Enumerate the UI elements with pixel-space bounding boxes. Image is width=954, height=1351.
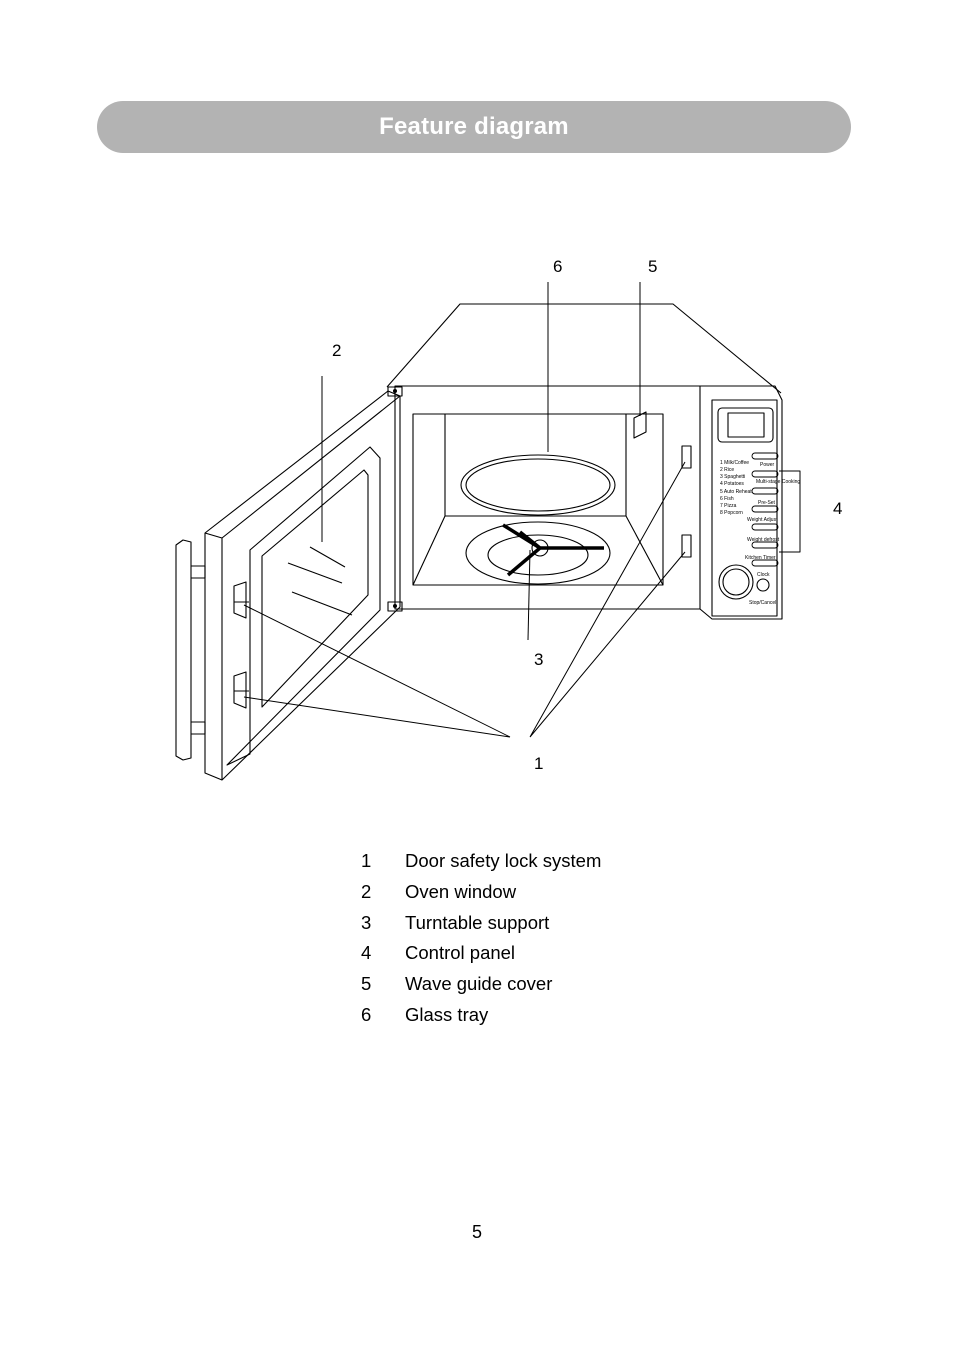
legend-number: 4: [361, 942, 372, 964]
button-label: Weight defrost: [747, 537, 780, 543]
legend-item: 3 Turntable support: [361, 910, 601, 941]
legend-number: 6: [361, 1003, 372, 1025]
panel-buttons: [751, 452, 779, 567]
wave-guide-cover: [633, 411, 647, 439]
callout-1: 1: [534, 754, 543, 773]
hinge-bottom: [387, 601, 403, 612]
panel-button-labels: Power Multi-stage Cooking Pre-Set Weight…: [745, 462, 800, 606]
header-banner: Feature diagram: [97, 101, 851, 153]
callout-6: 6: [553, 257, 562, 276]
menu-label: 2 Rice: [720, 467, 734, 473]
latch-slot-bottom: [681, 534, 692, 558]
button-label: Stop/Cancel: [749, 600, 776, 606]
door-frame-edge: [204, 395, 401, 780]
callout-3: 3: [534, 650, 543, 669]
turntable-hub: [531, 539, 549, 557]
glass-tray-inner: [465, 458, 611, 512]
legend-number: 3: [361, 911, 372, 933]
control-knob: [718, 564, 754, 600]
cavity-back: [412, 414, 664, 586]
door-glare: [287, 546, 353, 616]
cabinet-side: [699, 385, 783, 620]
door-frame: [204, 390, 401, 781]
feature-legend: 1 Door safety lock system 2 Oven window …: [361, 848, 601, 1033]
door-latch-top: [233, 581, 249, 619]
legend-label: Turntable support: [405, 911, 550, 933]
door-window-inner: [261, 469, 369, 708]
legend-label: Wave guide cover: [405, 973, 553, 995]
menu-label: 6 Fish: [720, 496, 734, 502]
legend-label: Glass tray: [405, 1003, 489, 1025]
callout-4: 4: [833, 499, 842, 518]
display-screen: [727, 412, 765, 438]
turntable-ring-outer: [465, 521, 611, 585]
glass-tray-outer: [460, 454, 616, 516]
legend-item: 4 Control panel: [361, 940, 601, 971]
cabinet-top: [386, 303, 782, 394]
cavity-opening: [412, 413, 664, 586]
legend-number: 2: [361, 880, 372, 902]
hinge-details: [393, 389, 397, 608]
button-label: Power: [760, 462, 775, 468]
legend-label: Oven window: [405, 880, 517, 902]
page-number: 5: [471, 1222, 482, 1242]
legend-label: Door safety lock system: [405, 850, 602, 871]
control-panel: [711, 399, 778, 617]
latch-slot-top: [681, 445, 692, 469]
display-window: [717, 407, 774, 443]
door-handle: [175, 539, 206, 761]
panel-menu-labels: 1 Milk/Coffee 2 Rice 3 Spaghetti 4 Potat…: [720, 460, 752, 516]
legend-number: 1: [361, 850, 372, 871]
button-label: Kitchen Timer: [745, 555, 776, 561]
door-window: [226, 446, 381, 766]
button-label: Multi-stage Cooking: [756, 479, 800, 485]
menu-label: 3 Spaghetti: [720, 474, 745, 480]
turntable-spokes: [502, 523, 604, 577]
legend-item: 6 Glass tray: [361, 1002, 601, 1033]
button-label: Clock: [757, 572, 770, 578]
menu-label: 7 Pizza: [720, 503, 737, 509]
menu-label: 8 Popcorn: [720, 510, 743, 516]
legend-item: 1 Door safety lock system: [361, 848, 601, 879]
button-label: Weight Adjust: [747, 517, 778, 523]
callout-2: 2: [332, 341, 341, 360]
legend-number: 5: [361, 973, 372, 995]
leader-lines: [243, 282, 801, 738]
menu-label: 4 Potatoes: [720, 481, 744, 487]
button-label: Pre-Set: [758, 500, 776, 506]
turntable-ring-inner: [487, 534, 589, 576]
page-title: Feature diagram: [379, 113, 569, 140]
control-knob-inner: [722, 568, 750, 596]
legend-label: Control panel: [405, 942, 516, 964]
clock-button: [756, 578, 770, 592]
callout-5: 5: [648, 257, 657, 276]
legend-item: 5 Wave guide cover: [361, 971, 601, 1002]
menu-label: 1 Milk/Coffee: [720, 460, 749, 466]
menu-label: 5 Auto Reheat: [720, 489, 752, 495]
legend-item: 2 Oven window: [361, 879, 601, 910]
door-latch-bottom: [233, 671, 249, 709]
